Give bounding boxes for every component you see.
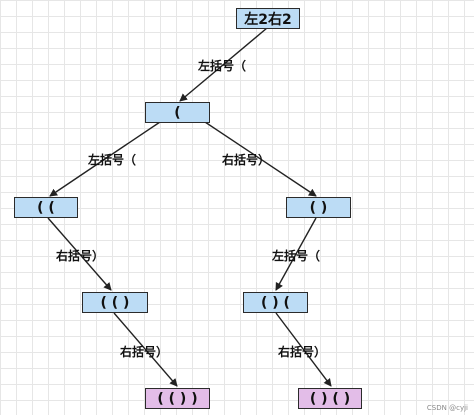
edge-l3left-to-l4left bbox=[113, 312, 178, 387]
edge-label-l3left-l4left: 右括号） bbox=[120, 345, 169, 359]
node-root: 左2右2 bbox=[236, 8, 300, 29]
node-l4-left: ( ( ) ) bbox=[145, 388, 210, 409]
edge-label-root-l1: 左括号（ bbox=[198, 59, 247, 73]
node-l4-right: ( ) ( ) bbox=[298, 388, 362, 409]
edge-l1-to-l2-left bbox=[49, 121, 161, 197]
edge-l3right-to-l4right bbox=[275, 312, 332, 387]
edge-label-l1-l2-left: 左括号（ bbox=[88, 153, 137, 167]
edge-label-l1-l2-right: 右括号） bbox=[222, 153, 271, 167]
edge-l2right-to-l3right bbox=[275, 217, 317, 291]
edge-label-l3right-l4right: 右括号） bbox=[278, 345, 327, 359]
node-l3-left: ( ( ) bbox=[82, 292, 148, 313]
node-l2-left: ( ( bbox=[14, 197, 78, 218]
edge-l2left-to-l3left bbox=[47, 217, 112, 291]
node-l1: ( bbox=[145, 102, 210, 123]
edge-label-l2right-l3right: 左括号（ bbox=[272, 249, 321, 263]
node-l3-right: ( ) ( bbox=[243, 292, 308, 313]
node-l2-right: ( ) bbox=[286, 197, 351, 218]
edge-root-to-l1 bbox=[179, 27, 268, 102]
edge-l1-to-l2-right bbox=[204, 121, 317, 197]
edge-label-l2left-l3left: 右括号） bbox=[56, 249, 105, 263]
watermark: CSDN @cyji bbox=[426, 404, 468, 412]
